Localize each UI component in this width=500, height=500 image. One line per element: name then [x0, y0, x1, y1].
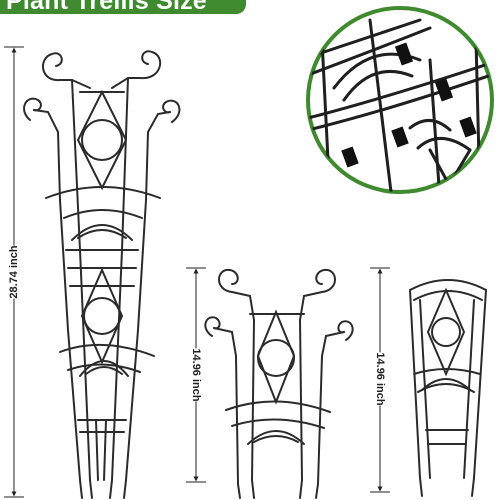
tall-trellis: [23, 50, 181, 499]
medium-trellis-height-label: 14.96 inch: [189, 348, 203, 402]
title-banner: Plant Trellis Size: [0, 0, 246, 14]
narrow-trellis-height-label: 14.96 inch: [373, 352, 387, 406]
tall-trellis-height-label: 28.74 inch: [7, 245, 21, 299]
banner-title: Plant Trellis Size: [6, 0, 207, 14]
medium-trellis: [204, 268, 354, 499]
narrow-trellis: [409, 279, 487, 497]
closeup-inset: [306, 6, 494, 194]
